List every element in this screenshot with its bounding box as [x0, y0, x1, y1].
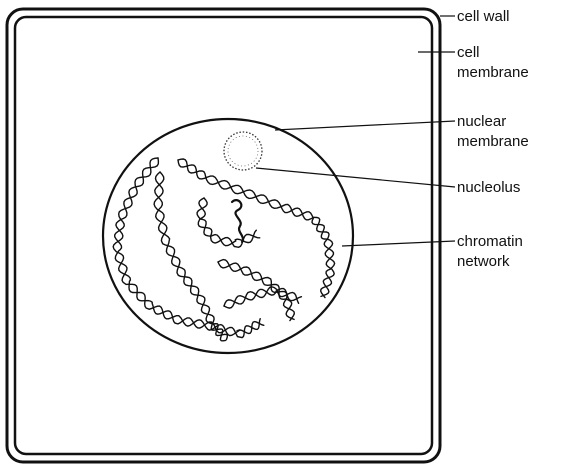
nuclear-membrane-leader [275, 121, 455, 130]
cell-membrane-outline [15, 17, 432, 454]
nuclear-membrane-label-line1: nuclear [457, 113, 506, 130]
chromatin-network-label-line1: chromatin [457, 233, 523, 250]
cell-wall-outline [7, 9, 440, 462]
leader-lines [256, 16, 455, 246]
chromatin-strand-2-b [155, 172, 228, 340]
nuclear-membrane-outline [103, 119, 353, 353]
nucleolus-inner-texture [228, 136, 258, 166]
cell-membrane-label-line1: cell [457, 44, 480, 61]
chromatin-strand-2-a [154, 172, 226, 341]
chromatin-strand-1-a [113, 158, 264, 336]
chromatin-strand-5-a [218, 262, 294, 319]
chromatin-network-label-line2: network [457, 253, 510, 270]
cell-membrane-label-line2: membrane [457, 64, 529, 81]
chromatin-coil [232, 200, 243, 242]
chromatin-network-leader [342, 241, 455, 246]
chromatin-strand-4-a [198, 198, 259, 247]
cell-wall-label: cell wall [457, 8, 510, 25]
chromatin-network-strands [113, 158, 334, 341]
chromatin-strand-4-b [197, 198, 256, 246]
chromatin-strand-5-b [218, 260, 294, 321]
nucleolus-shape [224, 132, 262, 170]
nucleolus-leader [256, 168, 455, 187]
chromatin-strand-3-a [178, 160, 335, 298]
nucleolus-label: nucleolus [457, 179, 520, 196]
chromatin-strand-6-a [224, 289, 301, 309]
nuclear-membrane-label-line2: membrane [457, 133, 529, 150]
